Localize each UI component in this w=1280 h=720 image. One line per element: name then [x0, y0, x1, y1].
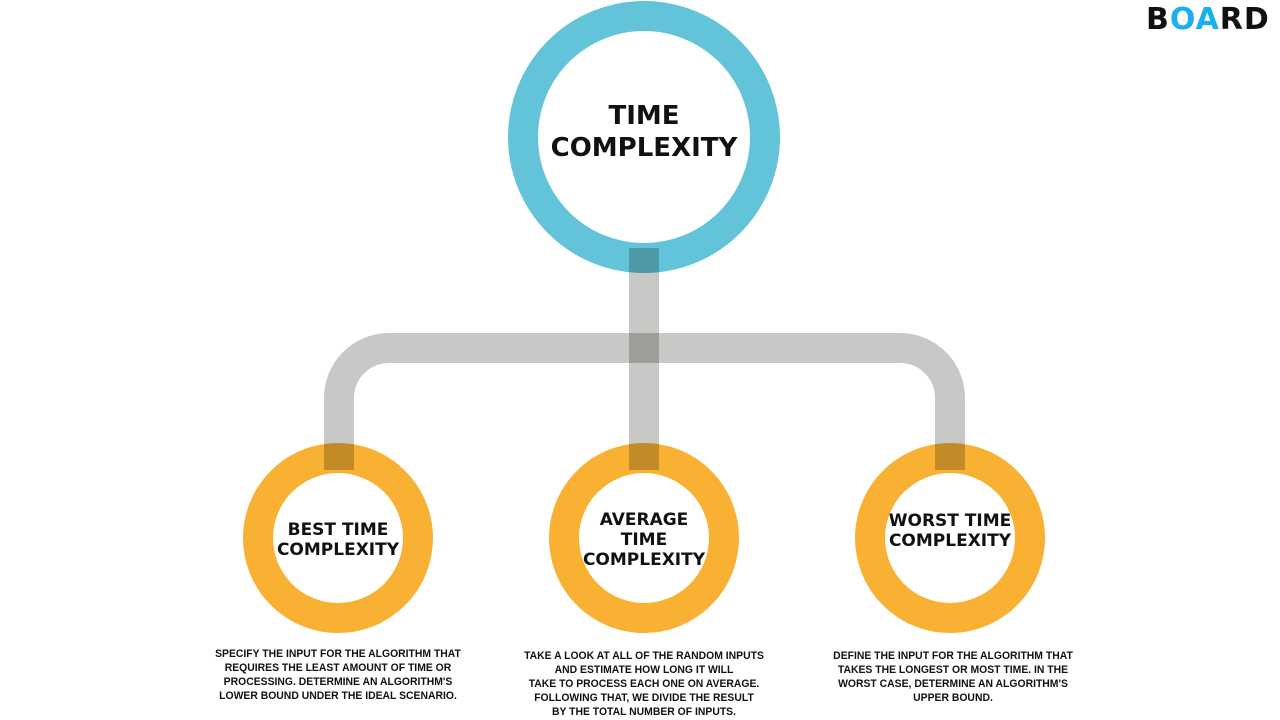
- board-logo: BOARD: [1146, 2, 1270, 37]
- best-description: SPECIFY THE INPUT FOR THE ALGORITHM THAT…: [215, 648, 461, 702]
